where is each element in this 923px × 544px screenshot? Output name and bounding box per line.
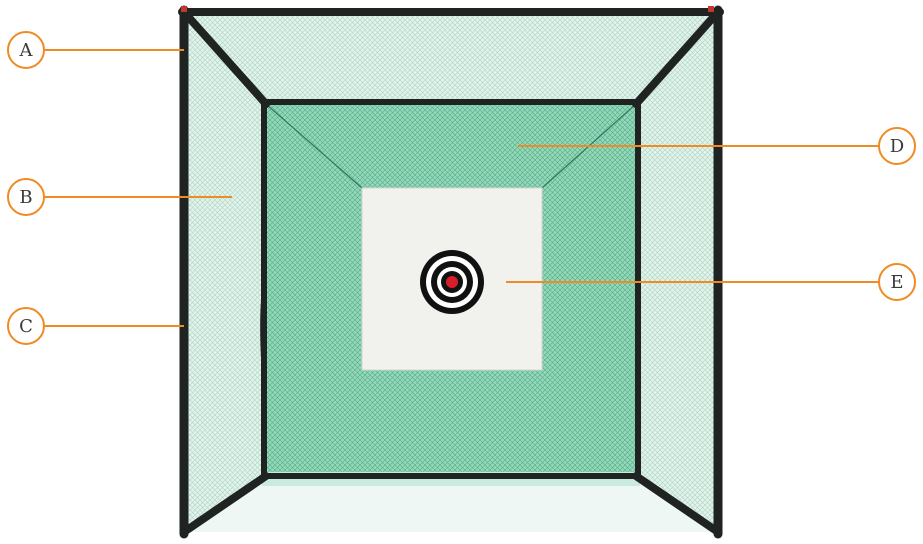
frame-cap-right — [708, 6, 714, 12]
top-net-panel — [184, 12, 718, 104]
callout-e-label: E — [890, 272, 903, 293]
callout-a-label: A — [19, 40, 34, 61]
frame-cap-left — [181, 6, 187, 12]
callout-b-label: B — [19, 187, 32, 208]
target-sheet — [362, 188, 542, 370]
target-bullseye — [446, 276, 458, 288]
callout-c-label: C — [19, 316, 33, 337]
callout-a: A — [8, 32, 184, 68]
callout-c: C — [8, 308, 184, 344]
callout-d-label: D — [890, 136, 904, 157]
